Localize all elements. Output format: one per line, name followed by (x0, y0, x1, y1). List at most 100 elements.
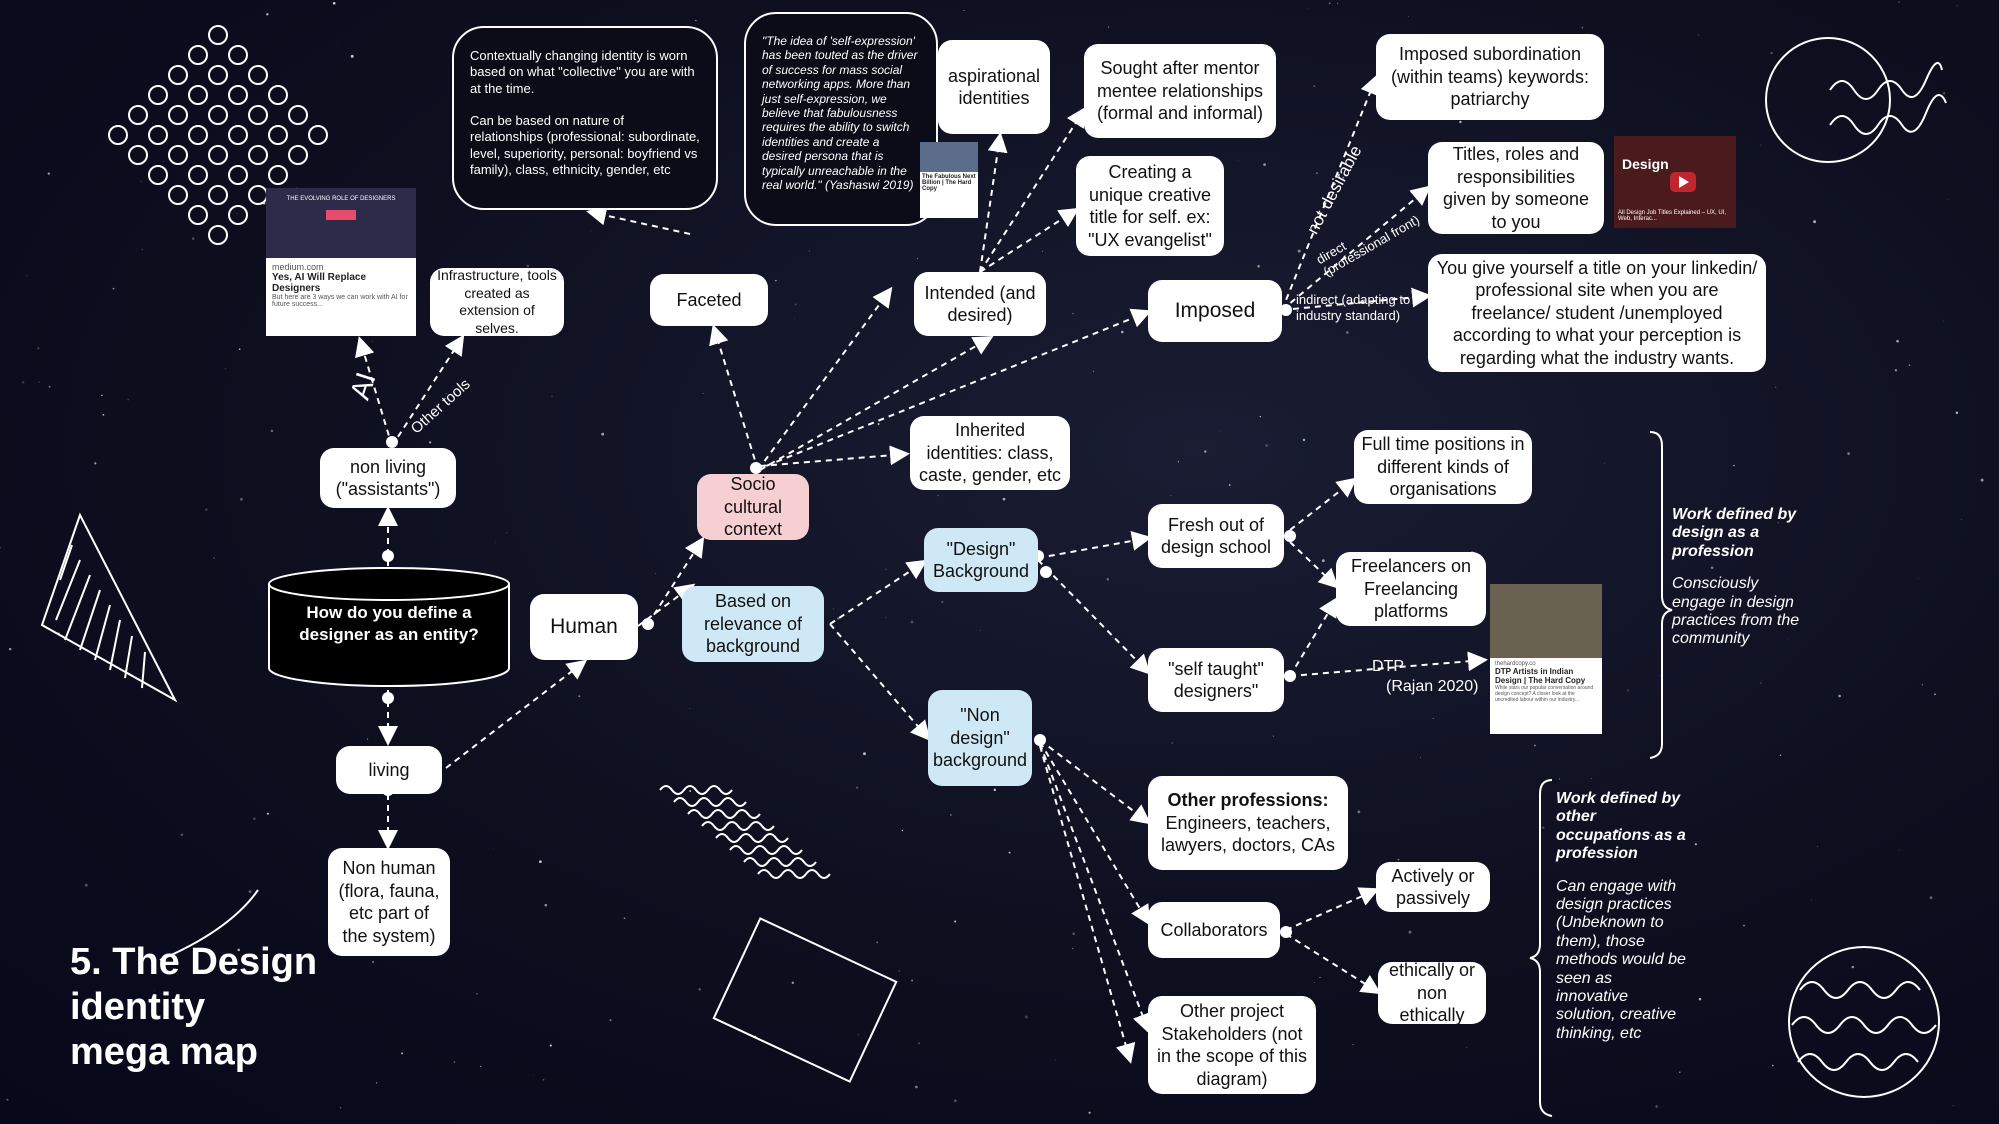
self-taught-node[interactable]: "self taught" designers" (1148, 648, 1284, 712)
connector-arrow (355, 336, 393, 447)
quote-card-title: The Fabulous Next Billion | The Hard Cop… (922, 174, 976, 192)
page-title: 5. The Design identity mega map (70, 941, 318, 1073)
brace-1-heading: Work defined by design as a profession (1672, 506, 1797, 560)
living-node[interactable]: living (336, 746, 442, 794)
imposed-node[interactable]: Imposed (1148, 280, 1282, 342)
medium-card-desc: But here are 3 ways we can work with AI … (272, 294, 408, 308)
brace-2 (1529, 779, 1553, 1117)
tilted-rectangle-decoration (712, 917, 898, 1083)
design-background-node[interactable]: "Design" Background (924, 528, 1038, 592)
titles-roles-node[interactable]: Titles, roles and responsibilities given… (1428, 142, 1604, 234)
rajan-label: (Rajan 2020) (1386, 678, 1479, 695)
connector-arrow (759, 336, 994, 471)
connector-dot (1284, 530, 1296, 542)
intended-node[interactable]: Intended (and desired) (914, 272, 1046, 336)
collaborators-node[interactable]: Collaborators (1148, 902, 1280, 958)
connector-dot (1280, 926, 1292, 938)
connector-dot (386, 436, 398, 448)
aspirational-node[interactable]: aspirational identities (938, 40, 1050, 134)
ethically-node[interactable]: ethically or non ethically (1378, 960, 1486, 1025)
circle-grid-decoration (108, 25, 328, 245)
other-professions-heading: Other professions: (1167, 790, 1329, 811)
connector-arrow (1281, 287, 1432, 311)
non-design-background-node[interactable]: "Non design" background (928, 690, 1032, 786)
connector-arrow (1289, 541, 1339, 589)
connector-arrow (979, 132, 1008, 273)
connector-arrow (829, 559, 928, 625)
fresh-out-node[interactable]: Fresh out of design school (1148, 504, 1284, 568)
brace-2-body: Can engage with design practices (Unbekn… (1556, 877, 1686, 1042)
dtp-article-card[interactable]: thehardcopy.co DTP Artists in Indian Des… (1490, 584, 1602, 734)
faceted-node[interactable]: Faceted (650, 274, 768, 326)
non-human-node[interactable]: Non human (flora, fauna, etc part of the… (328, 848, 450, 956)
connector-arrow (1039, 741, 1151, 926)
relevance-node[interactable]: Based on relevance of background (682, 586, 824, 662)
creative-title-node[interactable]: Creating a unique creative title for sel… (1076, 156, 1224, 256)
mentor-node[interactable]: Sought after mentor mentee relationships… (1084, 44, 1276, 138)
subordination-node[interactable]: Imposed subordination (within teams) key… (1376, 34, 1604, 120)
connector-arrow (709, 324, 759, 471)
central-question: How do you define a designer as an entit… (299, 603, 479, 645)
connector-arrow (1039, 743, 1152, 1034)
inherited-node[interactable]: Inherited identities: class, caste, gend… (910, 416, 1070, 490)
dtp-label: DTP (1372, 658, 1404, 675)
brace-1 (1649, 431, 1673, 759)
medium-article-card[interactable]: THE EVOLVING ROLE OF DESIGNERS medium.co… (266, 188, 416, 336)
brace-2-text: Work defined by other occupations as a p… (1556, 790, 1686, 1043)
infrastructure-node[interactable]: Infrastructure, tools created as extensi… (430, 267, 564, 336)
connector-dot (1040, 566, 1052, 578)
dtp-card-title: DTP Artists in Indian Design | The Hard … (1495, 667, 1586, 685)
connector-dot (382, 550, 394, 562)
wavy-circle-decoration (1765, 37, 1947, 163)
human-node[interactable]: Human (530, 594, 638, 660)
dtp-site: thehardcopy.co (1495, 661, 1536, 667)
quote-article-thumbnail[interactable]: The Fabulous Next Billion | The Hard Cop… (920, 142, 978, 218)
medium-site: medium.com (272, 262, 324, 272)
connector-arrow (1285, 887, 1380, 931)
striped-triangle-decoration (40, 512, 178, 703)
video-caption: All Design Job Titles Explained – UX, UI… (1618, 210, 1727, 222)
connector-dot (750, 462, 762, 474)
indirect-label: indirect (adapting to industry standard) (1296, 292, 1411, 323)
contextual-identity-box: Contextually changing identity is worn b… (452, 26, 718, 210)
connector-arrow (755, 308, 1152, 471)
connector-arrow (1281, 185, 1432, 311)
actively-passively-node[interactable]: Actively or passively (1376, 862, 1490, 912)
connector-arrow (759, 445, 910, 467)
connector-arrow (1289, 477, 1358, 531)
connector-arrow (1289, 596, 1339, 677)
arc-decoration (159, 889, 259, 961)
self-expression-quote-box: "The idea of 'self-expression' has been … (744, 12, 938, 226)
wavy-lines-decoration (659, 785, 831, 879)
video-thumbnail[interactable]: Design All Design Job Titles Explained –… (1614, 136, 1736, 228)
connector-arrow (757, 286, 893, 471)
socio-cultural-node[interactable]: Socio cultural context (697, 474, 809, 540)
freelancers-node[interactable]: Freelancers on Freelancing platforms (1336, 552, 1486, 626)
connector-arrow (1281, 74, 1380, 311)
connector-arrow (647, 536, 705, 625)
play-icon[interactable] (1679, 176, 1689, 188)
central-cylinder (268, 567, 510, 687)
fulltime-node[interactable]: Full time positions in different kinds o… (1354, 430, 1532, 504)
connector-arrow (1039, 739, 1152, 825)
connector-arrow (979, 106, 1087, 273)
connector-arrow (1039, 745, 1136, 1064)
connector-dot (1284, 670, 1296, 682)
connector-arrow (586, 205, 691, 235)
connector-arrow (1285, 933, 1382, 995)
stakeholders-node[interactable]: Other project Stakeholders (not in the s… (1148, 996, 1316, 1094)
connector-arrow (979, 207, 1080, 273)
non-living-node[interactable]: non living ("assistants") (320, 448, 456, 508)
other-professions-node[interactable]: Other professions: Engineers, teachers, … (1148, 776, 1348, 870)
connector-arrow (1037, 531, 1152, 559)
connector-dot (1280, 304, 1292, 316)
medium-card-header: THE EVOLVING ROLE OF DESIGNERS (286, 196, 396, 202)
medium-card-title: Yes, AI Will Replace Designers (272, 272, 367, 294)
linkedin-title-node[interactable]: You give yourself a title on your linked… (1428, 254, 1766, 372)
connector-dot (642, 618, 654, 630)
brace-2-heading: Work defined by other occupations as a p… (1556, 790, 1686, 863)
connector-dot (382, 692, 394, 704)
brace-1-text: Work defined by design as a profession C… (1672, 506, 1802, 649)
